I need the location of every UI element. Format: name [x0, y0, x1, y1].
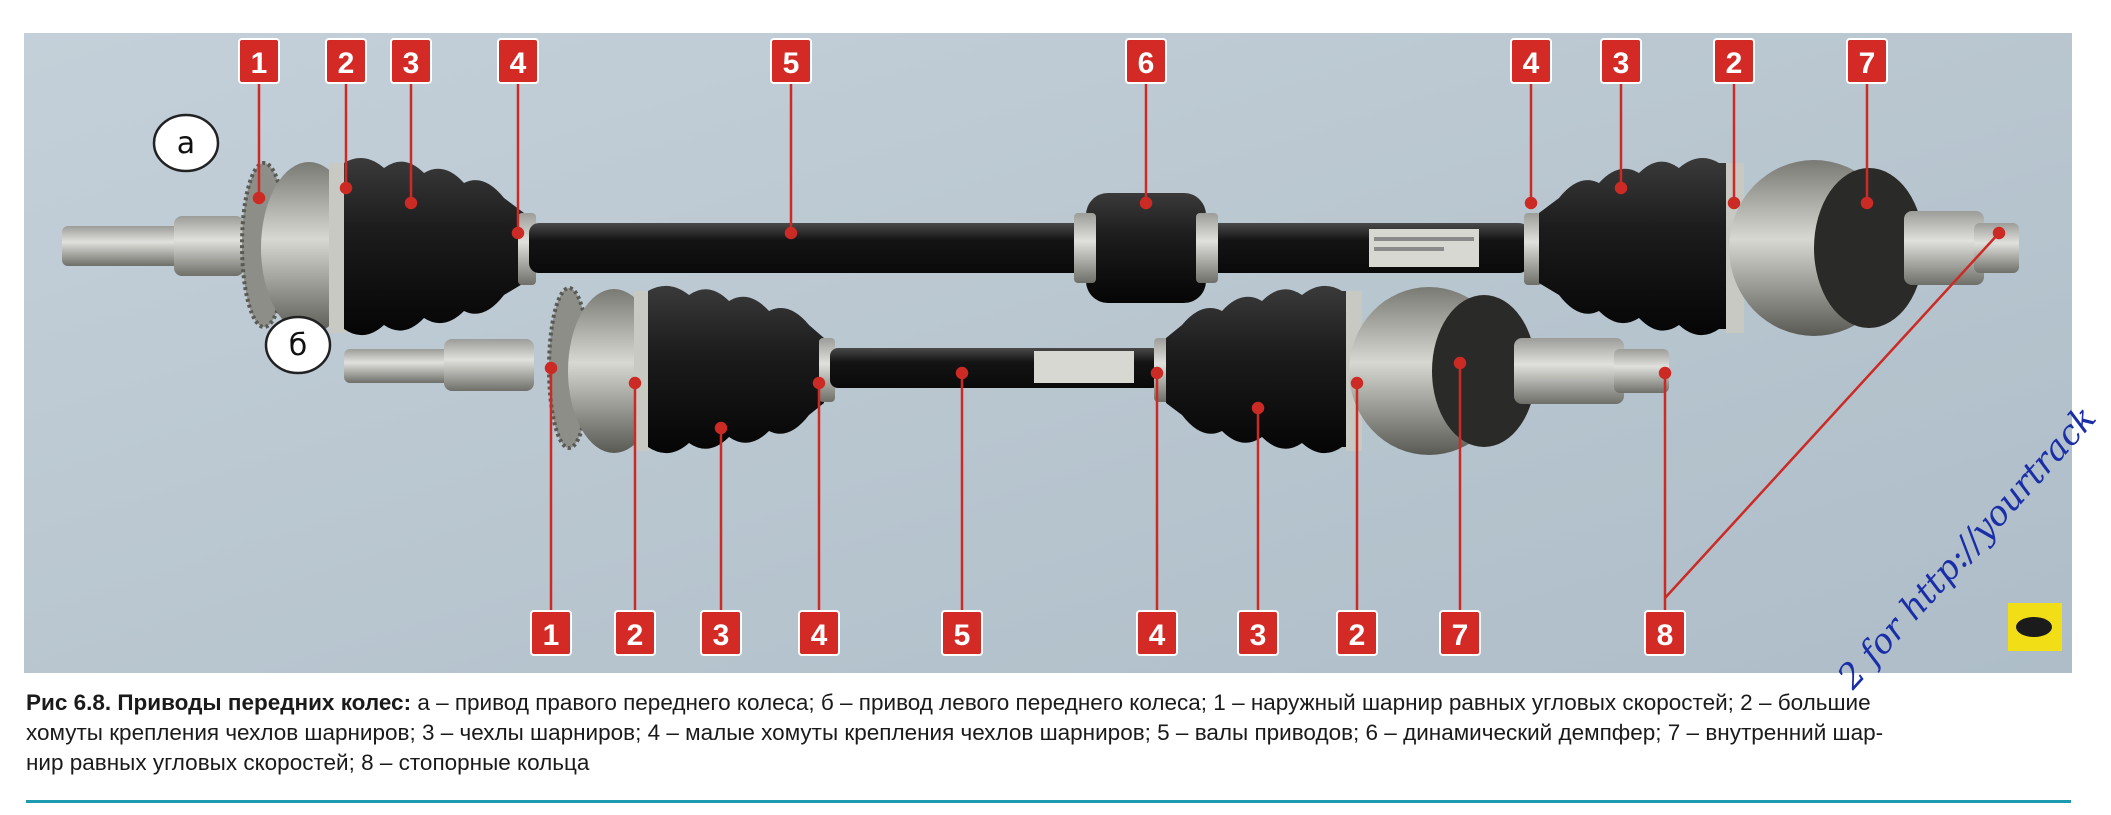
- svg-text:2: 2: [627, 619, 644, 652]
- callout-badge: 2: [325, 38, 367, 84]
- caption-title: Рис 6.8. Приводы передних колес:: [26, 690, 412, 715]
- callout-badge: 1: [238, 38, 280, 84]
- driveshaft-b: [344, 285, 1669, 455]
- svg-text:2: 2: [338, 47, 355, 80]
- callout-badge: 6: [1125, 38, 1167, 84]
- svg-text:7: 7: [1859, 47, 1876, 80]
- bottom-rule: [26, 800, 2071, 803]
- watermark-logo: [2008, 603, 2062, 651]
- svg-text:3: 3: [713, 619, 730, 652]
- callout-badge: 2: [614, 610, 656, 656]
- boot-right-a: [1539, 158, 1734, 336]
- callout-badge: 7: [1846, 38, 1888, 84]
- boot-left-b: [648, 285, 824, 454]
- callout-badge: 4: [798, 610, 840, 656]
- caption-line-1: а – привод правого переднего колеса; б –…: [411, 690, 1871, 715]
- svg-text:4: 4: [510, 47, 527, 80]
- svg-text:3: 3: [1250, 619, 1267, 652]
- variant-label-b: б: [264, 315, 332, 375]
- boot-left-a: [344, 158, 524, 336]
- callout-badge: 3: [1600, 38, 1642, 84]
- svg-text:4: 4: [1523, 47, 1540, 80]
- callout-badge: 7: [1439, 610, 1481, 656]
- svg-text:6: 6: [1138, 47, 1155, 80]
- small-clamp-right-a: [1524, 213, 1542, 285]
- svg-text:3: 3: [1613, 47, 1630, 80]
- figure-photo: а б 1 2 3 4 5 6 4 3 2: [24, 33, 2072, 673]
- callout-badge: 5: [770, 38, 812, 84]
- svg-text:1: 1: [251, 47, 268, 80]
- spline-stub-right-a: [1904, 211, 1984, 285]
- callout-badge: 3: [390, 38, 432, 84]
- svg-text:4: 4: [1149, 619, 1166, 652]
- spline-stub-left-b: [344, 349, 464, 383]
- callout-badge: 2: [1713, 38, 1755, 84]
- spline-stub-right-b: [1514, 338, 1624, 404]
- callout-badge: 3: [1237, 610, 1279, 656]
- svg-text:2: 2: [1726, 47, 1743, 80]
- svg-text:1: 1: [543, 619, 560, 652]
- boot-right-b: [1166, 285, 1354, 454]
- svg-text:8: 8: [1657, 619, 1674, 652]
- svg-text:5: 5: [783, 47, 800, 80]
- callout-badge: 4: [1510, 38, 1552, 84]
- callout-badge: 1: [530, 610, 572, 656]
- callout-badge: 4: [1136, 610, 1178, 656]
- svg-text:5: 5: [954, 619, 971, 652]
- driveshaft-a: [62, 158, 2019, 336]
- callout-badge: 3: [700, 610, 742, 656]
- svg-text:4: 4: [811, 619, 828, 652]
- damper-a: [1086, 193, 1206, 303]
- spline-stub-left-a: [62, 226, 192, 266]
- svg-text:б: б: [289, 328, 308, 363]
- svg-text:7: 7: [1452, 619, 1469, 652]
- figure-caption: Рис 6.8. Приводы передних колес: а – при…: [26, 688, 2071, 778]
- callout-badge: 4: [497, 38, 539, 84]
- callout-badge: 5: [941, 610, 983, 656]
- callouts-bottom: 1 2 3 4 5 4 3 2 7 8: [530, 610, 1686, 656]
- variant-label-a: а: [152, 113, 220, 173]
- callout-badge: 2: [1336, 610, 1378, 656]
- shaft-a: [529, 223, 1529, 273]
- caption-line-3: нир равных угловых скоростей; 8 – стопор…: [26, 750, 590, 775]
- caption-line-2: хомуты крепления чехлов шарниров; 3 – че…: [26, 720, 1884, 745]
- svg-text:3: 3: [403, 47, 420, 80]
- svg-text:2: 2: [1349, 619, 1366, 652]
- callouts-top: 1 2 3 4 5 6 4 3 2 7: [238, 38, 1888, 84]
- leader-lines: [252, 67, 2006, 628]
- callout-badge: 8: [1644, 610, 1686, 656]
- svg-text:а: а: [177, 126, 195, 161]
